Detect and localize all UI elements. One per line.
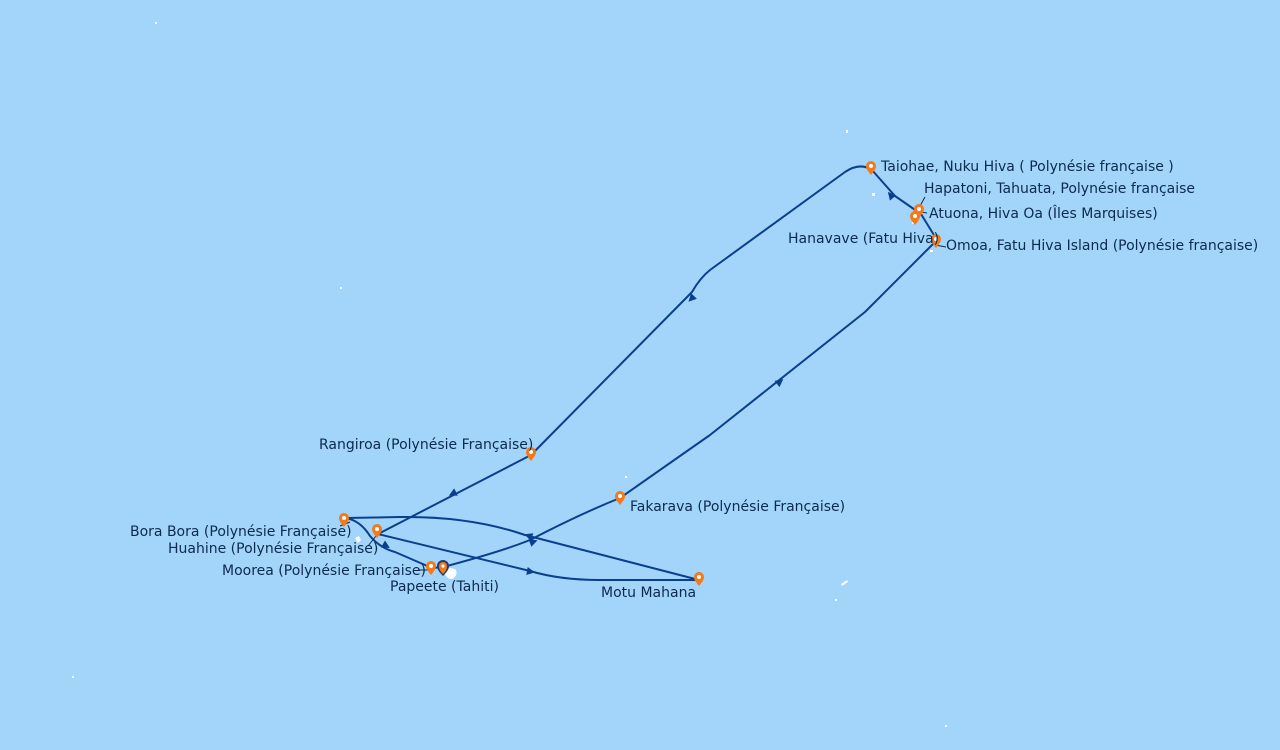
- port-label-moorea[interactable]: Moorea (Polynésie Française): [222, 563, 426, 579]
- island-speck: [945, 725, 947, 727]
- port-label-taiohae[interactable]: Taiohae, Nuku Hiva ( Polynésie française…: [880, 159, 1174, 175]
- direction-arrow-icon: [526, 567, 535, 575]
- port-label-fakarava[interactable]: Fakarava (Polynésie Française): [630, 499, 845, 515]
- port-label-omoa[interactable]: Omoa, Fatu Hiva Island (Polynésie frança…: [946, 238, 1258, 254]
- route-leg: [442, 239, 938, 568]
- island-speck: [155, 22, 157, 24]
- port-pin-taiohae[interactable]: [866, 161, 876, 175]
- island-speck: [841, 580, 848, 586]
- port-label-rangiroa[interactable]: Rangiroa (Polynésie Française): [319, 437, 533, 453]
- island-speck: [340, 287, 342, 289]
- port-pin-atuona[interactable]: [910, 211, 920, 225]
- route-lines: [344, 165, 938, 581]
- port-label-hapatoni[interactable]: Hapatoni, Tahuata, Polynésie française: [924, 181, 1195, 197]
- port-pin-papeete[interactable]: [437, 560, 449, 576]
- label-leader-huahine: [367, 535, 377, 547]
- islands: [72, 22, 947, 727]
- direction-arrow-icon: [448, 488, 458, 496]
- port-label-hanavave[interactable]: Hanavave (Fatu Hiva): [788, 231, 939, 247]
- island-bora-bora: [355, 536, 361, 543]
- route-leg: [530, 165, 873, 456]
- port-pin-bora-bora[interactable]: [339, 513, 349, 527]
- port-pin-motu-mahana[interactable]: [694, 572, 704, 586]
- route-leg: [871, 169, 938, 241]
- port-pin-fakarava[interactable]: [615, 491, 625, 505]
- island-speck: [72, 676, 74, 678]
- island-speck: [835, 599, 837, 601]
- port-pin-rangiroa[interactable]: [526, 447, 536, 461]
- port-label-bora-bora[interactable]: Bora Bora (Polynésie Française): [130, 524, 352, 540]
- island-speck: [930, 250, 933, 252]
- route-leg: [377, 533, 700, 581]
- port-label-motu-mahana[interactable]: Motu Mahana: [601, 585, 696, 601]
- route-direction-arrows: [381, 191, 897, 575]
- port-labels: Taiohae, Nuku Hiva ( Polynésie française…: [130, 159, 1258, 601]
- port-label-huahine[interactable]: Huahine (Polynésie Française): [168, 541, 378, 557]
- direction-arrow-icon: [688, 293, 697, 302]
- port-label-atuona[interactable]: Atuona, Hiva Oa (Îles Marquises): [929, 204, 1158, 222]
- port-pin-omoa[interactable]: [931, 234, 941, 248]
- port-label-papeete[interactable]: Papeete (Tahiti): [390, 579, 499, 595]
- route-leg: [344, 515, 700, 581]
- port-pins: [339, 161, 941, 586]
- direction-arrow-icon: [887, 191, 897, 201]
- port-pin-huahine[interactable]: [372, 524, 382, 538]
- port-pin-moorea[interactable]: [426, 561, 436, 575]
- island-speck: [625, 476, 627, 478]
- island-speck: [846, 130, 848, 133]
- island-speck: [872, 193, 875, 196]
- direction-arrow-icon: [381, 540, 390, 548]
- direction-arrow-icon: [528, 539, 538, 547]
- route-leg: [344, 517, 444, 569]
- direction-arrow-icon: [524, 533, 534, 541]
- direction-arrow-icon: [774, 379, 784, 388]
